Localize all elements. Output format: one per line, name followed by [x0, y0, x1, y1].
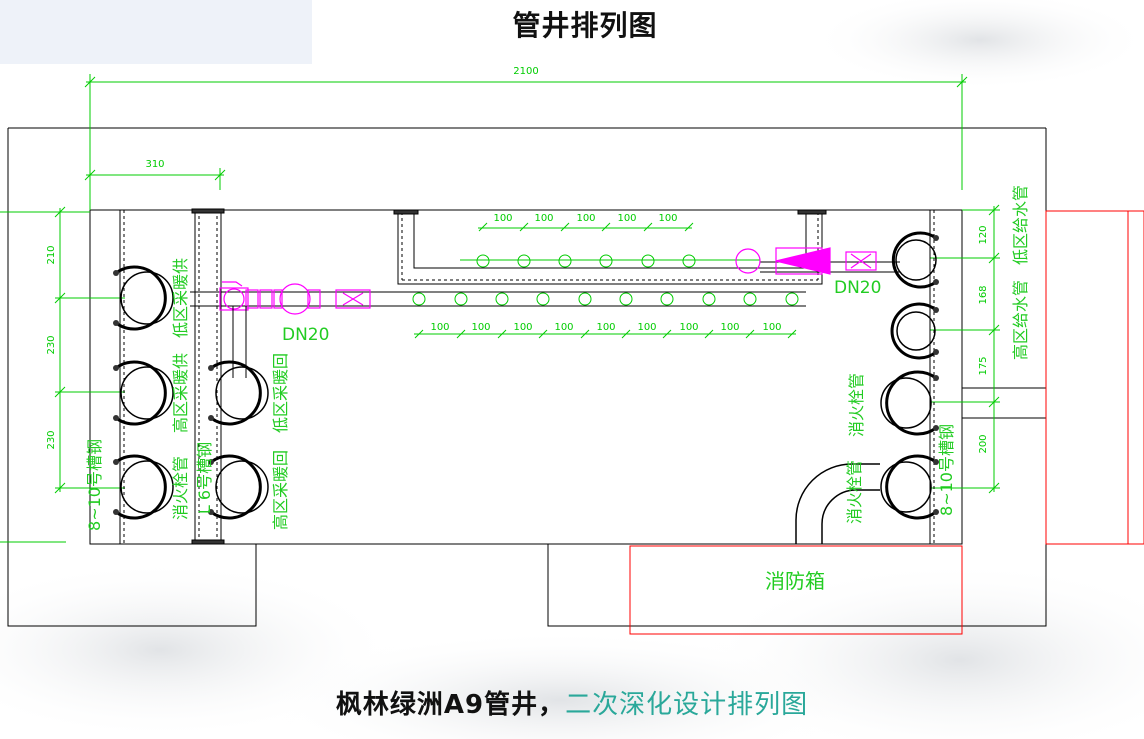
upper-spacing-2: 100	[534, 213, 553, 224]
lower-spacing-8: 100	[720, 322, 739, 333]
label-left-channel-steel: 8~10号槽钢	[85, 439, 104, 531]
upper-pipe-tray	[393, 209, 827, 285]
dimension-left-2: 230	[46, 335, 57, 354]
lower-spacing-3: 100	[513, 322, 532, 333]
upper-spacing-dimensions	[478, 222, 694, 232]
right-valve-group	[735, 247, 877, 275]
lower-spacing-2: 100	[471, 322, 490, 333]
left-support-channels	[119, 208, 225, 545]
label-right-fire-hydrant-1: 消火栓管	[847, 373, 866, 437]
upper-spacing-5: 100	[658, 213, 677, 224]
dimension-right-3: 175	[978, 356, 989, 375]
upper-small-pipes	[460, 254, 760, 268]
dimension-right-2: 168	[978, 285, 989, 304]
dimension-left-offset: 310	[145, 159, 164, 170]
dn20-left-label: DN20	[282, 325, 329, 345]
overall-dimension	[84, 74, 968, 210]
upper-spacing-4: 100	[617, 213, 636, 224]
caption-description: 二次深化设计排列图	[565, 690, 809, 720]
label-low-zone-heating-return: 低区采暖回	[271, 353, 290, 433]
header-panel	[0, 0, 312, 64]
red-outlines	[629, 210, 1144, 635]
right-pipes	[795, 231, 937, 544]
dimension-right-1: 120	[978, 225, 989, 244]
dimension-left-3: 230	[46, 430, 57, 449]
dimension-left-1: 210	[46, 245, 57, 264]
dn20-right-label: DN20	[834, 278, 881, 298]
lower-spacing-1: 100	[430, 322, 449, 333]
label-low-zone-heating-supply: 低区采暖供	[171, 258, 190, 338]
drawing-caption: 枫林绿洲A9管井，二次深化设计排列图	[0, 684, 1144, 721]
dimension-overall-width: 2100	[513, 66, 538, 77]
left-offset-dimension	[84, 168, 226, 190]
left-pipes	[115, 265, 269, 520]
label-left-angle-steel: L 6号槽钢	[195, 442, 214, 514]
page-title: 管井排列图	[512, 9, 658, 42]
lower-spacing-9: 100	[762, 322, 781, 333]
upper-spacing-3: 100	[576, 213, 595, 224]
label-low-zone-water-supply: 低区给水管	[1011, 185, 1030, 265]
right-vertical-dimensions	[930, 204, 1000, 494]
upper-spacing-1: 100	[493, 213, 512, 224]
label-right-channel-steel: 8~10号槽钢	[937, 424, 956, 516]
dimension-right-4: 200	[978, 434, 989, 453]
lower-spacing-6: 100	[637, 322, 656, 333]
left-vertical-dimensions	[0, 206, 125, 543]
lower-small-pipes	[412, 292, 799, 306]
label-high-zone-water-supply: 高区给水管	[1011, 280, 1030, 360]
left-pipe-bolts	[113, 270, 214, 515]
caption-project: 枫林绿洲A9管井，	[335, 690, 566, 720]
right-pipe-bolts	[933, 235, 939, 515]
label-left-fire-hydrant: 消火栓管	[171, 456, 190, 520]
lower-spacing-5: 100	[596, 322, 615, 333]
label-high-zone-heating-supply: 高区采暖供	[171, 353, 190, 433]
lower-spacing-dimensions	[414, 329, 797, 339]
shaft-wall-outline	[7, 127, 1047, 627]
label-right-fire-hydrant-2: 消火栓管	[845, 460, 864, 524]
left-valve-group	[219, 281, 371, 315]
fire-box-label: 消防箱	[765, 569, 825, 593]
label-high-zone-heating-return: 高区采暖回	[271, 450, 290, 530]
lower-spacing-7: 100	[679, 322, 698, 333]
lower-spacing-4: 100	[554, 322, 573, 333]
right-support-channels	[929, 210, 935, 544]
